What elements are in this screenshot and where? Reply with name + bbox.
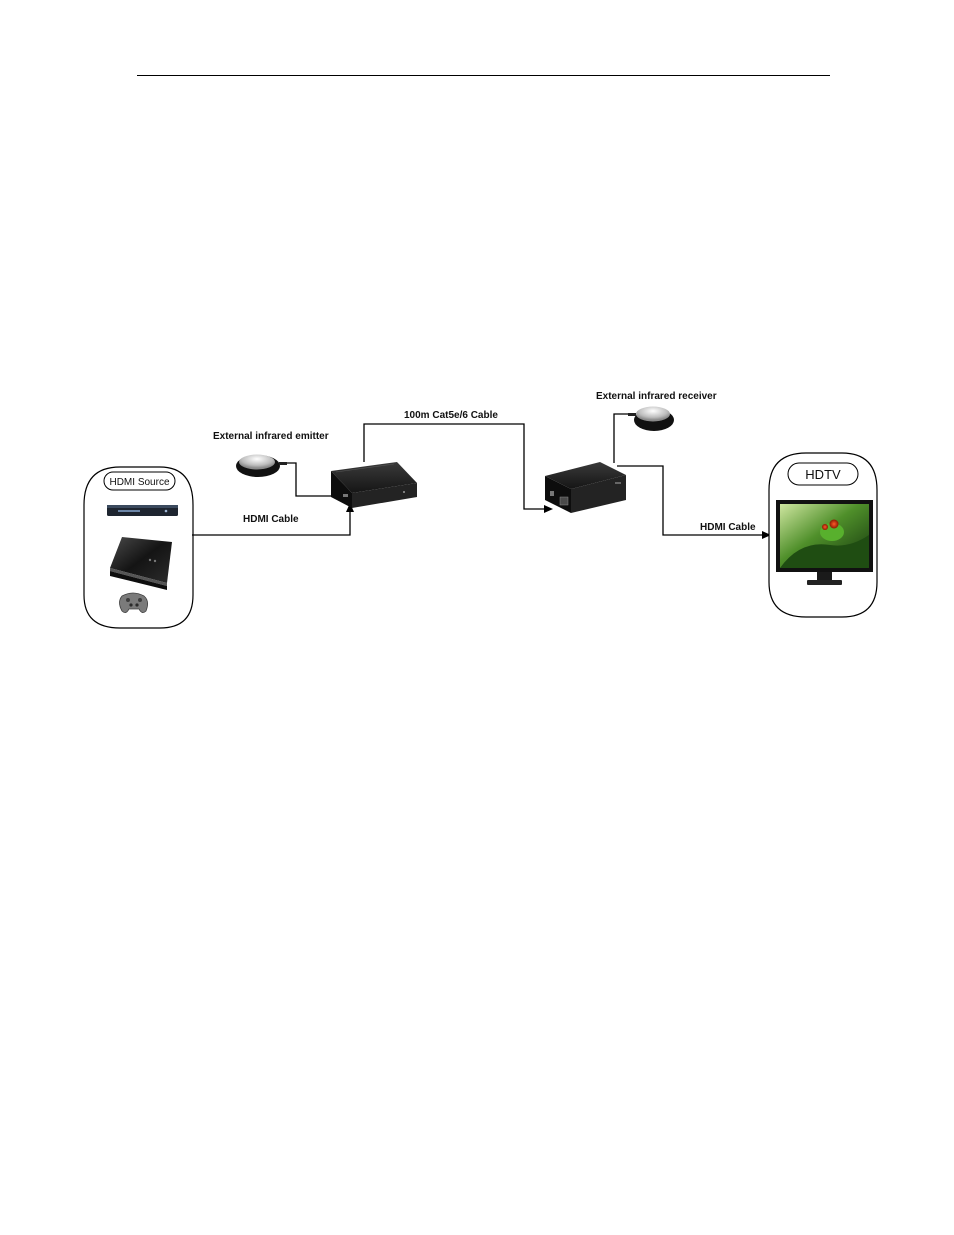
hdmi-cable-in-label: HDMI Cable — [243, 514, 299, 525]
ir-receiver-cable — [614, 414, 628, 463]
cat-cable-label: 100m Cat5e/6 Cable — [404, 410, 498, 421]
hdmi-cable-out-label: HDMI Cable — [700, 522, 756, 533]
ir-receiver-label: External infrared receiver — [596, 391, 717, 402]
hdtv-label: HDTV — [805, 467, 841, 482]
transmitter-unit — [331, 462, 417, 508]
ir-receiver-icon — [628, 407, 674, 432]
receiver-unit — [545, 462, 626, 513]
hdmi-source-panel: HDMI Source — [84, 467, 193, 628]
ir-emitter-icon — [236, 455, 287, 478]
hdtv-panel: HDTV — [769, 453, 877, 617]
bluray-player-icon — [107, 505, 178, 516]
frog-eye — [830, 520, 839, 529]
hdmi-source-label: HDMI Source — [109, 477, 169, 488]
ir-emitter-cable — [287, 463, 332, 496]
ir-emitter-label: External infrared emitter — [213, 431, 329, 442]
